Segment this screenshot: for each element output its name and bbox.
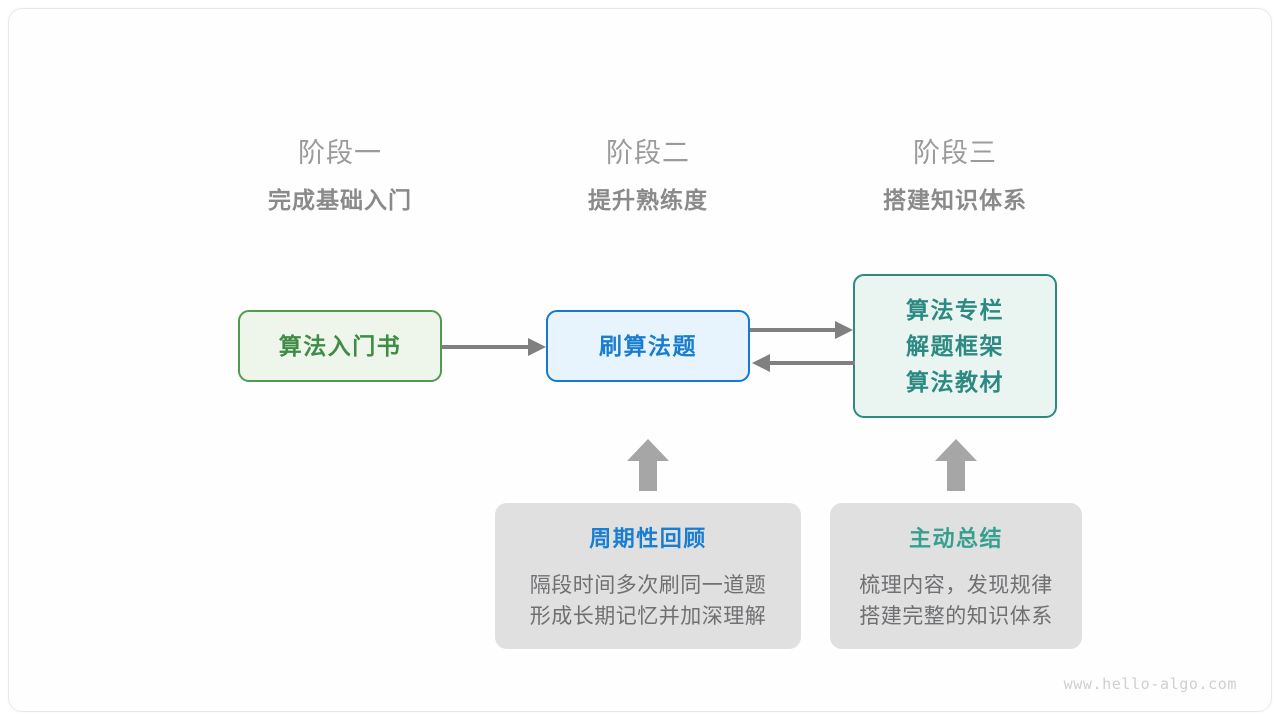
note-body-line: 搭建完整的知识体系 <box>859 605 1053 628</box>
note-body-line: 形成长期记忆并加深理解 <box>529 605 767 628</box>
stage-header-3: 阶段三 搭建知识体系 <box>825 133 1085 218</box>
node-label-line: 算法教材 <box>906 369 1004 395</box>
note-body: 隔段时间多次刷同一道题 形成长期记忆并加深理解 <box>530 570 767 632</box>
note-card-periodic-review[interactable]: 周期性回顾 隔段时间多次刷同一道题 形成长期记忆并加深理解 <box>495 503 801 649</box>
stage-title: 搭建知识体系 <box>883 187 1027 213</box>
diagram-canvas: 阶段一 完成基础入门 阶段二 提升熟练度 阶段三 搭建知识体系 算法入门书 刷算… <box>9 9 1271 711</box>
node-label-line: 算法入门书 <box>278 333 402 359</box>
stage-number: 阶段二 <box>606 138 690 168</box>
node-label-line: 算法专栏 <box>906 297 1004 323</box>
diagram-frame: 阶段一 完成基础入门 阶段二 提升熟练度 阶段三 搭建知识体系 算法入门书 刷算… <box>8 8 1272 712</box>
node-intro-book[interactable]: 算法入门书 <box>238 310 442 382</box>
note-body: 梳理内容，发现规律 搭建完整的知识体系 <box>859 570 1053 632</box>
arrow-summary-to-resources-icon <box>935 439 977 491</box>
node-label-line: 刷算法题 <box>599 333 697 359</box>
note-body-line: 梳理内容，发现规律 <box>859 574 1053 597</box>
node-knowledge-resources[interactable]: 算法专栏 解题框架 算法教材 <box>853 274 1057 418</box>
arrow-practice-to-resources-icon <box>750 321 853 339</box>
note-title: 主动总结 <box>908 526 1003 551</box>
arrow-review-to-practice-icon <box>627 439 669 491</box>
node-practice-problems[interactable]: 刷算法题 <box>546 310 750 382</box>
stage-number: 阶段三 <box>913 138 997 168</box>
watermark: www.hello-algo.com <box>1063 675 1237 693</box>
arrow-resources-to-practice-icon <box>752 354 855 372</box>
note-card-active-summary[interactable]: 主动总结 梳理内容，发现规律 搭建完整的知识体系 <box>830 503 1082 649</box>
stage-header-1: 阶段一 完成基础入门 <box>210 133 470 218</box>
stage-title: 完成基础入门 <box>268 187 412 213</box>
arrow-book-to-practice-icon <box>442 338 546 356</box>
note-title: 周期性回顾 <box>589 526 707 551</box>
node-label-line: 解题框架 <box>906 333 1004 359</box>
note-body-line: 隔段时间多次刷同一道题 <box>529 574 767 597</box>
stage-title: 提升熟练度 <box>588 187 708 213</box>
stage-number: 阶段一 <box>298 138 382 168</box>
stage-header-2: 阶段二 提升熟练度 <box>518 133 778 218</box>
